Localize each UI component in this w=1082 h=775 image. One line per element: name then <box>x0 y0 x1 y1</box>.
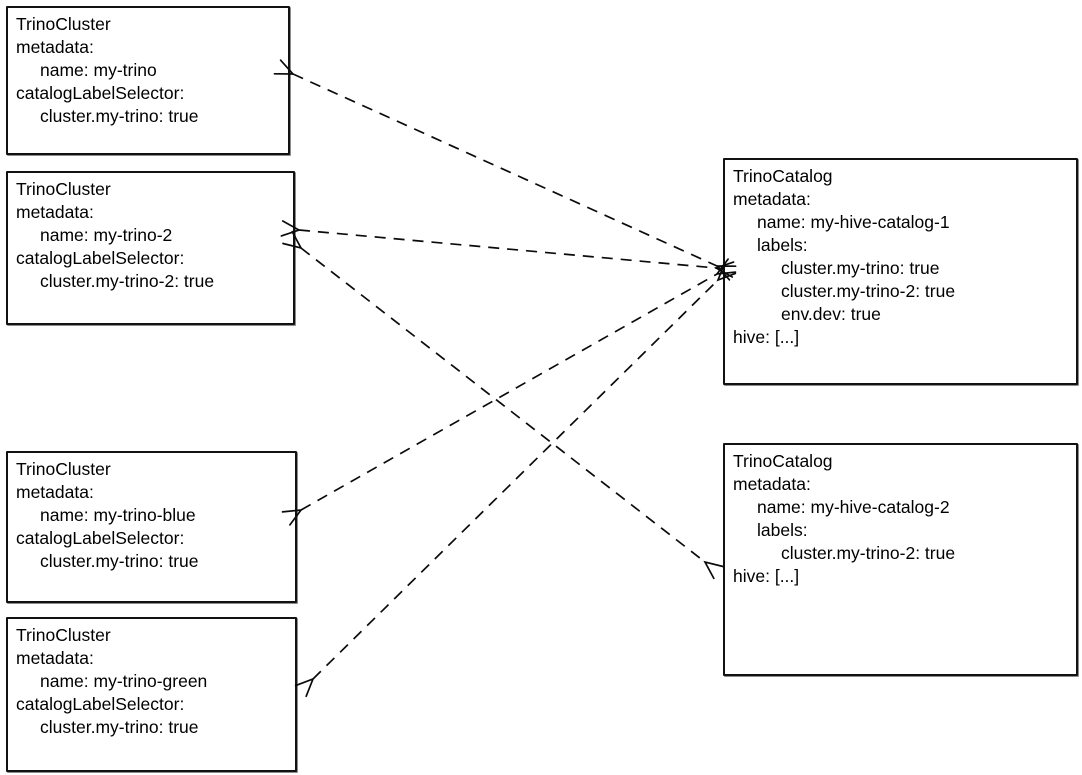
yaml-line: env.dev: true <box>781 304 881 324</box>
trinocluster-my-trino-blue-box: TrinoCluster metadata: name: my-trino-bl… <box>6 451 297 603</box>
yaml-line: labels: <box>757 520 808 540</box>
yaml-line: catalogLabelSelector: <box>16 83 185 103</box>
trinocluster-my-trino-box: TrinoCluster metadata: name: my-trino ca… <box>6 6 290 155</box>
yaml-line: metadata: <box>733 474 811 494</box>
yaml-line: hive: [...] <box>733 327 800 347</box>
arrow-catalog1-my-trino-green <box>313 280 718 679</box>
yaml-line: name: my-hive-catalog-2 <box>757 497 950 517</box>
yaml-line: catalogLabelSelector: <box>16 248 185 268</box>
yaml-line: cluster.my-trino-2: true <box>781 281 956 301</box>
yaml-line: cluster.my-trino: true <box>40 106 199 126</box>
yaml-line: labels: <box>757 235 808 255</box>
yaml-line: name: my-trino-green <box>40 671 208 691</box>
trinocatalog-my-hive-catalog-2-box: TrinoCatalog metadata: name: my-hive-cat… <box>723 443 1078 676</box>
resource-kind: TrinoCatalog <box>733 166 833 186</box>
yaml-line: name: my-hive-catalog-1 <box>757 212 950 232</box>
yaml-line: name: my-trino-2 <box>40 225 173 245</box>
yaml-line: name: my-trino <box>40 60 157 80</box>
resource-kind: TrinoCluster <box>16 459 111 479</box>
yaml-line: catalogLabelSelector: <box>16 528 185 548</box>
arrow-catalog1-my-trino-2 <box>299 230 716 268</box>
resource-kind: TrinoCluster <box>16 14 111 34</box>
resource-kind: TrinoCluster <box>16 179 111 199</box>
yaml-line: hive: [...] <box>733 566 800 586</box>
yaml-line: metadata: <box>16 37 94 57</box>
yaml-line: cluster.my-trino-2: true <box>40 271 215 291</box>
trinocatalog-my-hive-catalog-1-box: TrinoCatalog metadata: name: my-hive-cat… <box>723 158 1078 385</box>
arrow-catalog1-my-trino-blue <box>301 274 717 510</box>
yaml-line: cluster.my-trino: true <box>40 551 199 571</box>
yaml-line: metadata: <box>16 482 94 502</box>
arrow-catalog1-my-trino <box>293 74 717 266</box>
yaml-line: catalogLabelSelector: <box>16 694 185 714</box>
yaml-line: name: my-trino-blue <box>40 505 196 525</box>
resource-kind: TrinoCluster <box>16 625 111 645</box>
resource-kind: TrinoCatalog <box>733 451 833 471</box>
yaml-line: cluster.my-trino: true <box>40 717 199 737</box>
trinocluster-my-trino-green-box: TrinoCluster metadata: name: my-trino-gr… <box>6 617 297 772</box>
trinocluster-my-trino-2-box: TrinoCluster metadata: name: my-trino-2 … <box>6 171 295 325</box>
yaml-line: metadata: <box>733 189 811 209</box>
yaml-line: cluster.my-trino-2: true <box>781 543 956 563</box>
yaml-line: metadata: <box>16 202 94 222</box>
yaml-line: metadata: <box>16 648 94 668</box>
arrow-catalog2-my-trino-2 <box>301 248 705 562</box>
yaml-line: cluster.my-trino: true <box>781 258 940 278</box>
